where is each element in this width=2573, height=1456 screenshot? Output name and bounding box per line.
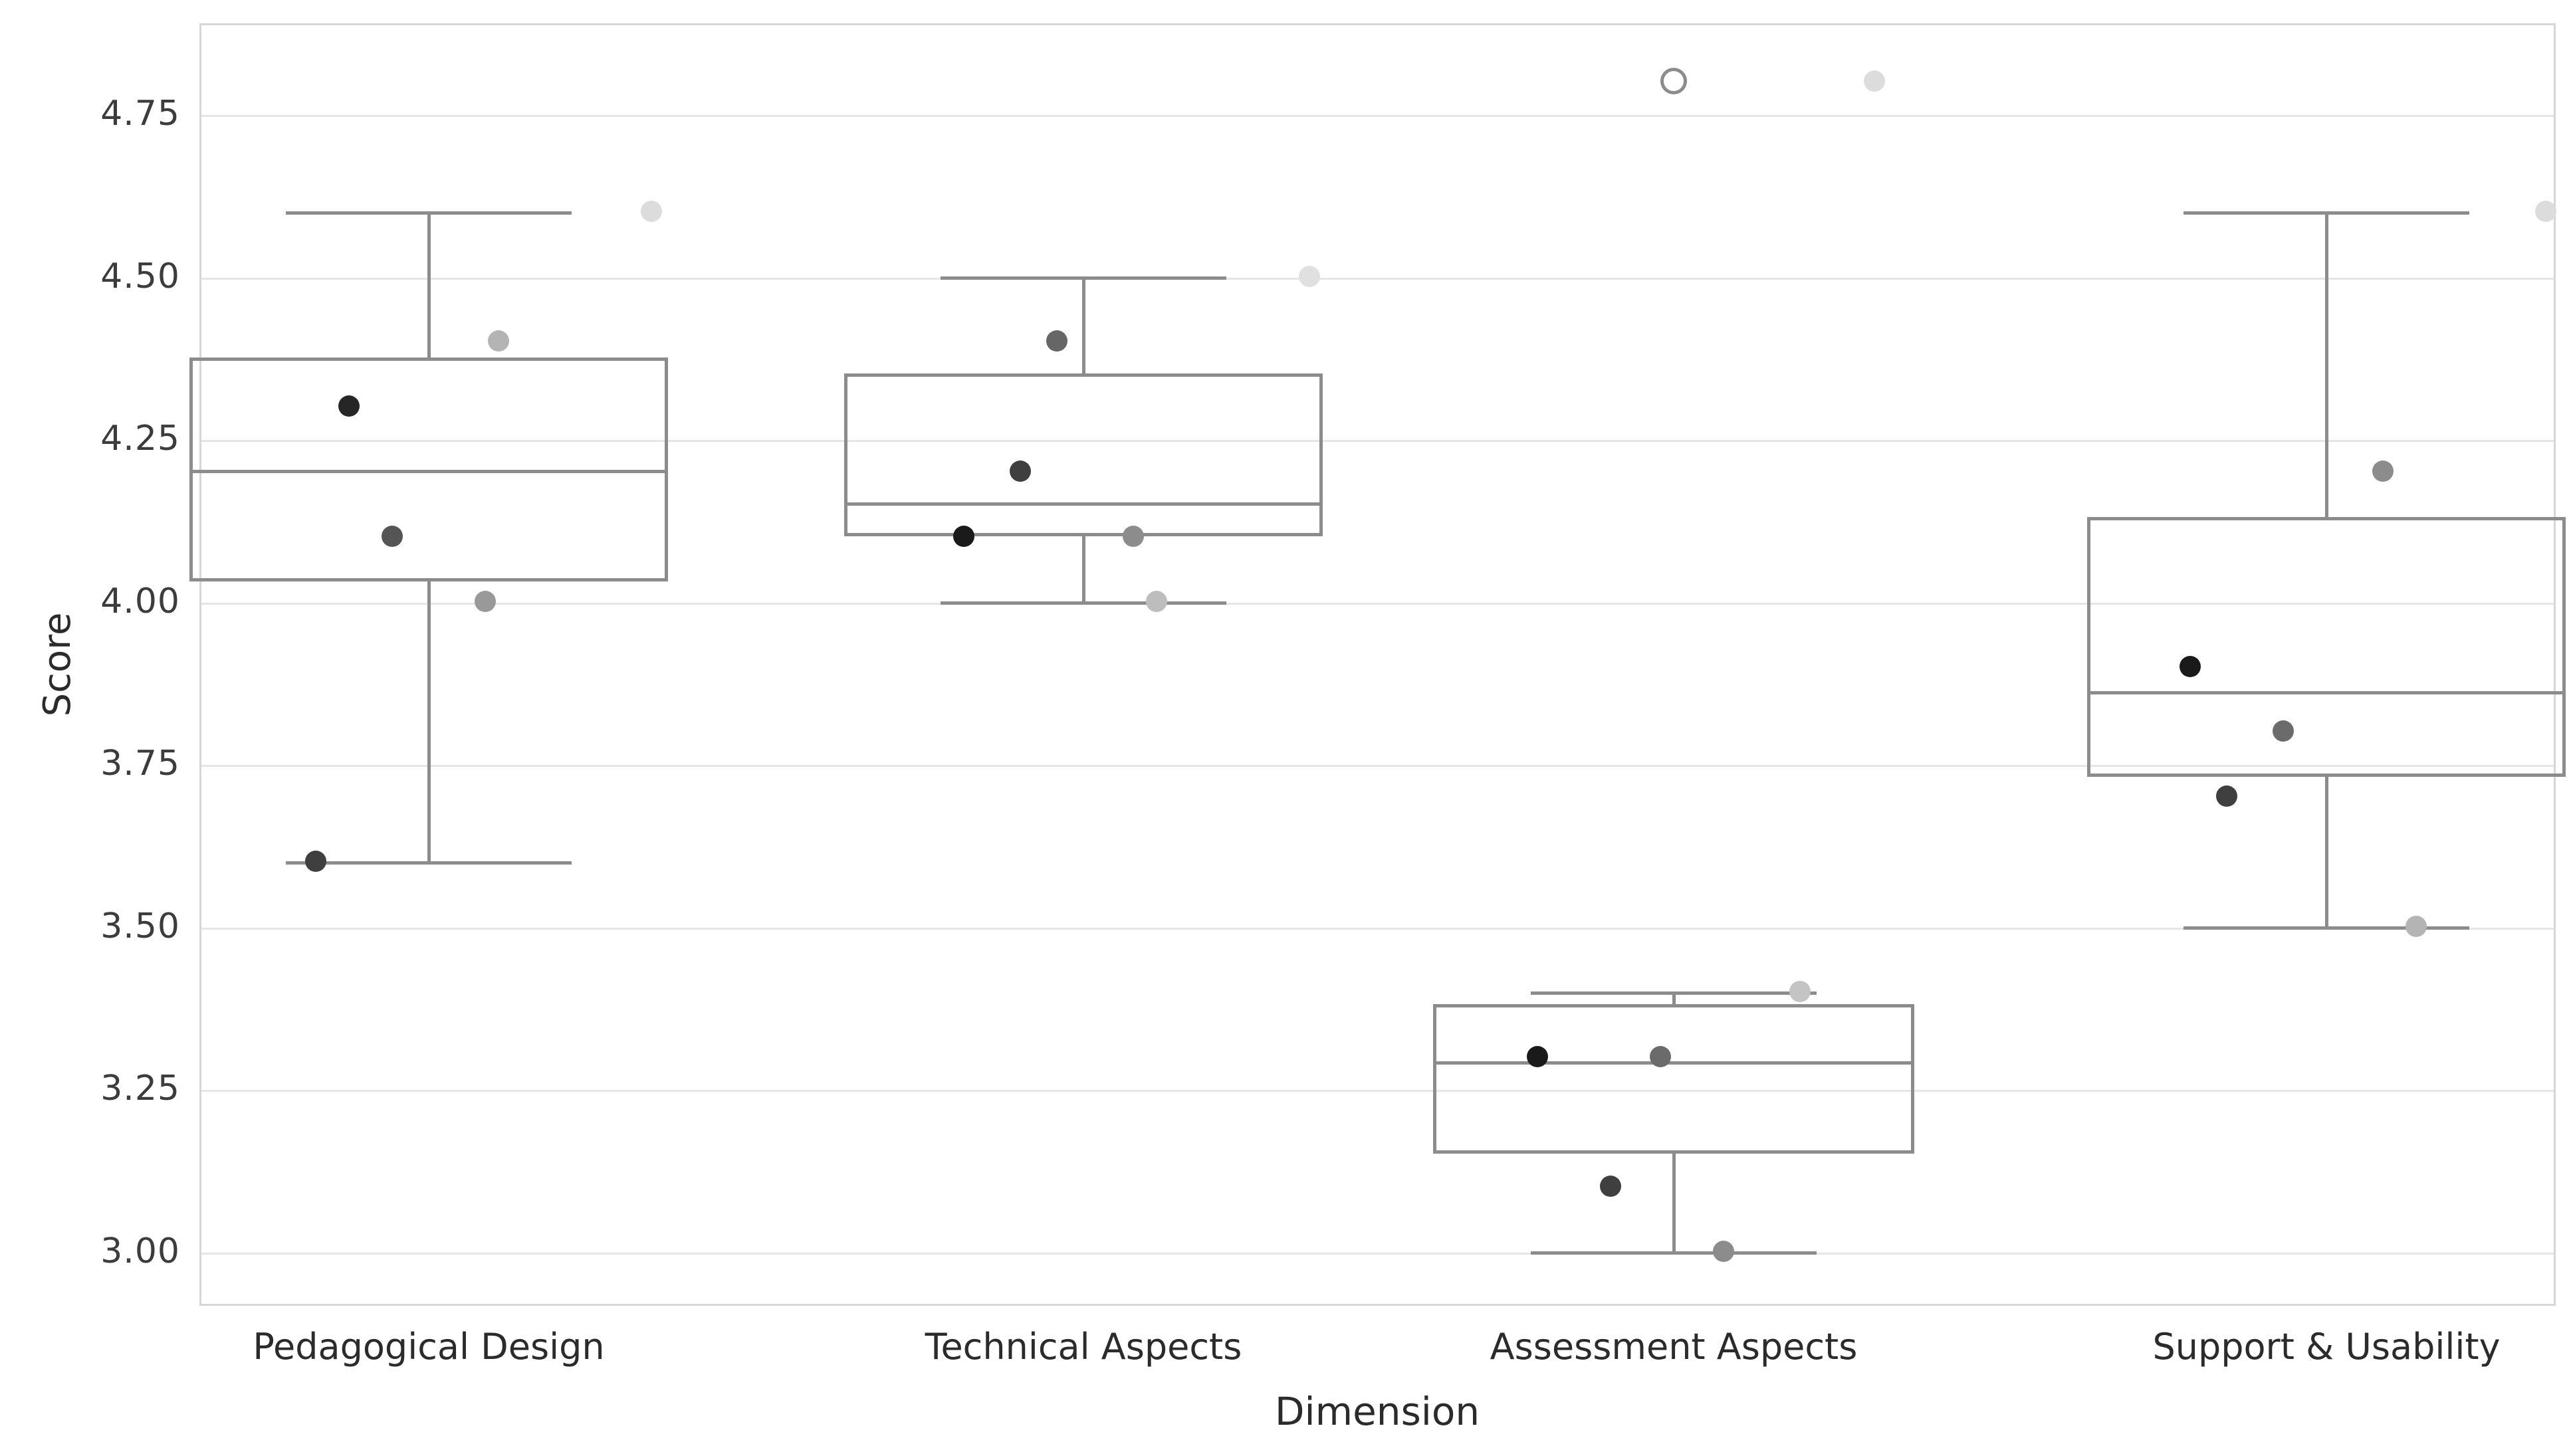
whisker-cap-upper bbox=[2183, 211, 2469, 215]
median-line bbox=[189, 470, 668, 474]
gridline-3.75 bbox=[201, 765, 2554, 768]
data-point[interactable] bbox=[1713, 1241, 1734, 1262]
data-point[interactable] bbox=[1600, 1176, 1621, 1197]
whisker-cap-upper bbox=[286, 211, 572, 215]
whisker-cap-upper bbox=[941, 276, 1226, 280]
whisker-upper bbox=[1082, 276, 1085, 374]
box-technical-aspects[interactable] bbox=[844, 373, 1323, 536]
data-point[interactable] bbox=[305, 851, 326, 873]
data-point[interactable] bbox=[2273, 720, 2294, 742]
data-point[interactable] bbox=[2180, 655, 2201, 677]
gridline-4.00 bbox=[201, 602, 2554, 605]
x-axis-label: Dimension bbox=[1274, 1389, 1480, 1434]
y-tick-label: 3.50 bbox=[100, 906, 180, 946]
gridline-4.25 bbox=[201, 440, 2554, 443]
y-tick-label: 4.00 bbox=[100, 581, 180, 621]
data-point[interactable] bbox=[1146, 590, 1167, 612]
whisker-cap-lower bbox=[941, 601, 1226, 605]
data-point[interactable] bbox=[382, 525, 403, 547]
data-point[interactable] bbox=[1123, 525, 1144, 547]
median-line bbox=[1433, 1061, 1914, 1065]
y-tick-label: 4.75 bbox=[100, 94, 180, 134]
whisker-lower bbox=[2325, 776, 2328, 926]
data-point[interactable] bbox=[1046, 330, 1067, 352]
data-point[interactable] bbox=[2535, 200, 2556, 222]
data-point[interactable] bbox=[641, 200, 662, 222]
data-point[interactable] bbox=[1010, 461, 1031, 482]
y-tick-label: 3.25 bbox=[100, 1069, 180, 1109]
data-point[interactable] bbox=[1650, 1045, 1671, 1067]
box-assessment-aspects[interactable] bbox=[1433, 1004, 1914, 1154]
data-point[interactable] bbox=[1299, 265, 1320, 287]
plot-area bbox=[199, 23, 2556, 1306]
data-point[interactable] bbox=[2405, 915, 2427, 937]
data-point[interactable] bbox=[2372, 461, 2394, 482]
x-tick-label: Technical Aspects bbox=[925, 1326, 1242, 1368]
gridline-4.50 bbox=[201, 277, 2554, 280]
whisker-cap-upper bbox=[1531, 991, 1817, 995]
gridline-3.50 bbox=[201, 927, 2554, 930]
data-point[interactable] bbox=[953, 525, 974, 547]
y-tick-label: 3.00 bbox=[100, 1231, 180, 1271]
whisker-upper bbox=[2325, 211, 2328, 517]
data-point[interactable] bbox=[338, 395, 360, 417]
y-tick-label: 4.25 bbox=[100, 419, 180, 459]
data-point[interactable] bbox=[2216, 785, 2237, 807]
box-pedagogical-design[interactable] bbox=[189, 357, 668, 582]
x-tick-label: Support & Usability bbox=[2152, 1326, 2501, 1368]
gridline-3.25 bbox=[201, 1090, 2554, 1092]
median-line bbox=[844, 502, 1323, 506]
gridline-3.00 bbox=[201, 1253, 2554, 1255]
data-point[interactable] bbox=[475, 590, 496, 612]
whisker-cap-lower bbox=[2183, 926, 2469, 930]
data-point[interactable] bbox=[488, 330, 509, 352]
outlier-marker[interactable] bbox=[1660, 68, 1687, 95]
box-support-usability[interactable] bbox=[2087, 516, 2566, 777]
whisker-upper bbox=[1672, 991, 1676, 1005]
y-tick-label: 3.75 bbox=[100, 744, 180, 784]
x-tick-label: Assessment Aspects bbox=[1490, 1326, 1858, 1368]
x-tick-label: Pedagogical Design bbox=[253, 1326, 605, 1368]
data-point[interactable] bbox=[1864, 70, 1885, 92]
whisker-upper bbox=[427, 211, 431, 358]
data-point[interactable] bbox=[1527, 1045, 1548, 1067]
median-line bbox=[2087, 690, 2566, 694]
whisker-lower bbox=[1672, 1154, 1676, 1251]
whisker-cap-lower bbox=[1531, 1251, 1817, 1255]
y-axis-label: Score bbox=[35, 612, 79, 717]
whisker-lower bbox=[427, 581, 431, 862]
whisker-cap-lower bbox=[286, 861, 572, 865]
gridline-4.75 bbox=[201, 115, 2554, 117]
y-tick-label: 4.50 bbox=[100, 256, 180, 296]
whisker-lower bbox=[1082, 536, 1085, 601]
data-point[interactable] bbox=[1789, 980, 1811, 1002]
